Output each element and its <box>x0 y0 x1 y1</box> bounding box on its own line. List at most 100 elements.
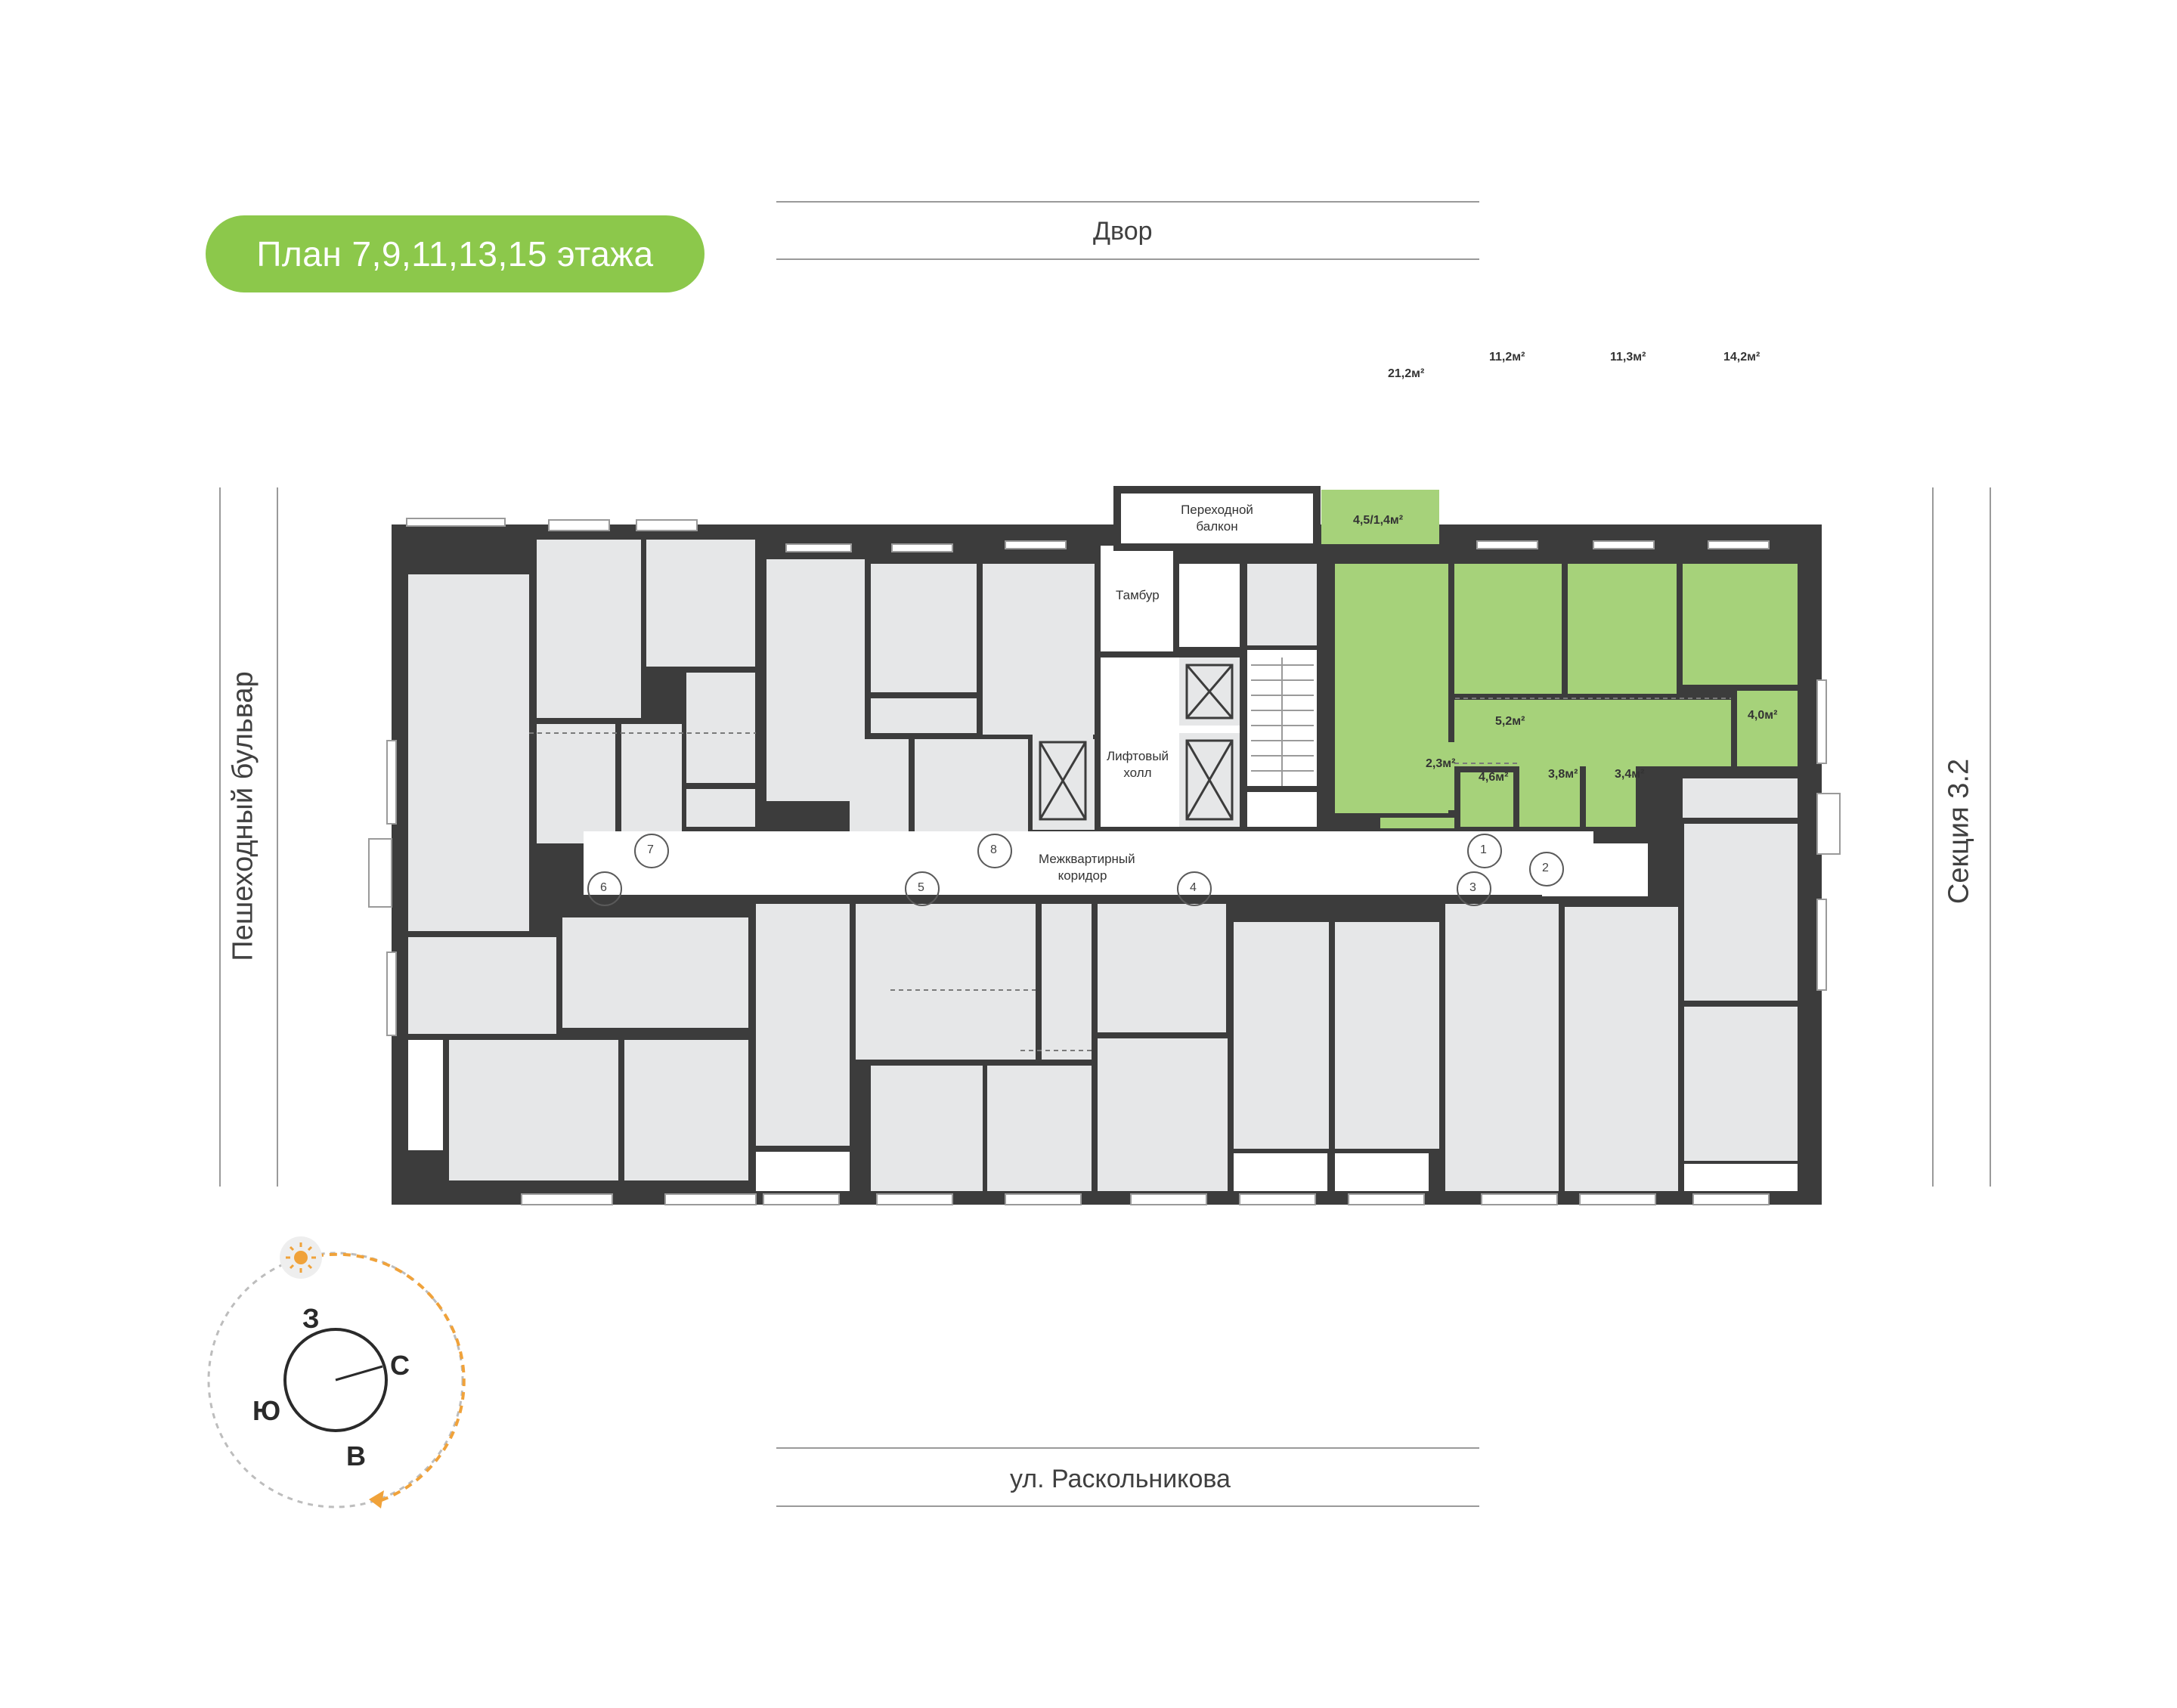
sun-icon <box>294 1251 308 1264</box>
door-number: 3 <box>1469 881 1476 894</box>
room-area: 14,2м² <box>1723 351 1760 364</box>
stair-landing <box>1247 792 1317 827</box>
room-area: 3,8м² <box>1548 768 1578 781</box>
room-area: 4,6м² <box>1479 771 1509 784</box>
left-street-line-inner <box>277 487 278 1187</box>
room <box>1684 1164 1798 1191</box>
bottom-street-line-upper <box>776 1447 1479 1449</box>
room <box>987 1066 1092 1191</box>
room <box>408 846 529 931</box>
left-street-line-outer <box>219 487 221 1187</box>
door-number: 5 <box>918 881 924 894</box>
top-street-line-lower <box>776 258 1479 260</box>
tambour <box>1101 546 1173 651</box>
door-circles <box>587 834 1564 906</box>
room-area: 3,4м² <box>1615 768 1645 781</box>
compass-ring <box>283 1328 388 1432</box>
transit-balcony-label: Переходной балкон <box>1181 503 1253 534</box>
corridor-label: Межквартирный коридор <box>1039 852 1135 883</box>
sun-path-arc <box>315 1252 466 1504</box>
room <box>983 564 1095 735</box>
bottom-street-label: ул. Раскольникова <box>1010 1465 1231 1493</box>
core-room <box>1247 564 1317 645</box>
door-number: 4 <box>1190 881 1197 894</box>
room <box>856 904 1036 1060</box>
apt-highlight-bath <box>1519 741 1580 827</box>
room <box>871 698 977 733</box>
room <box>1234 1153 1327 1191</box>
compass-north: С <box>390 1350 410 1381</box>
room <box>1335 1153 1429 1191</box>
room <box>915 739 1028 833</box>
room <box>871 1066 983 1191</box>
right-street-line-outer <box>1990 487 1991 1187</box>
room <box>686 673 755 783</box>
right-street-line-inner <box>1932 487 1934 1187</box>
bottom-street-line-lower <box>776 1505 1479 1507</box>
room <box>1684 824 1798 1001</box>
door-number: 7 <box>647 843 654 856</box>
apt-highlight-wc <box>1586 741 1636 827</box>
room <box>1098 1038 1228 1191</box>
apt-highlight-storage <box>1737 691 1798 766</box>
room <box>537 540 641 718</box>
compass-east: В <box>346 1440 366 1471</box>
apt-highlight-bedroom <box>1454 564 1562 694</box>
compass-west: З <box>302 1303 320 1334</box>
room <box>1683 778 1798 818</box>
apt-highlight-bedroom <box>1568 564 1677 694</box>
dashed-lines <box>529 698 1731 1051</box>
lift-marks <box>1039 664 1234 821</box>
balcony-area: 4,5/1,4м² <box>1353 514 1404 527</box>
lift-hall-label: Лифтовый холл <box>1106 749 1169 780</box>
room <box>408 937 556 1034</box>
room <box>1445 904 1559 1191</box>
sun-path-arrow <box>369 1490 384 1508</box>
room <box>766 559 865 801</box>
room <box>646 540 755 667</box>
tambour-label: Тамбур <box>1116 588 1160 602</box>
top-street-label: Двор <box>1093 217 1153 246</box>
room <box>1335 922 1439 1149</box>
apt-highlight-corridor <box>1380 818 1454 828</box>
room-area: 11,2м² <box>1489 351 1525 364</box>
corridor-end <box>1542 843 1648 896</box>
door-number: 1 <box>1480 843 1487 856</box>
door-number: 2 <box>1542 862 1549 874</box>
room <box>408 1040 443 1150</box>
transit-balcony <box>1113 486 1321 551</box>
apt-highlight-bath <box>1418 742 1454 810</box>
room <box>1234 922 1329 1149</box>
door-number: 6 <box>600 881 607 894</box>
door-number: 8 <box>990 843 997 856</box>
room <box>850 739 909 833</box>
corridor <box>584 831 1593 895</box>
room-area: 11,3м² <box>1610 351 1646 364</box>
top-street-line-upper <box>776 201 1479 203</box>
room <box>686 789 755 827</box>
plan-title: План 7,9,11,13,15 этажа <box>256 234 654 274</box>
compass-south: Ю <box>252 1395 281 1426</box>
room <box>537 724 615 843</box>
room <box>1042 904 1092 1060</box>
room <box>621 724 682 843</box>
plan-title-badge: План 7,9,11,13,15 этажа <box>206 215 705 292</box>
room-area: 5,2м² <box>1495 715 1525 728</box>
apt-highlight-hall-lower <box>1460 772 1513 827</box>
stair-lobby <box>1179 564 1240 647</box>
room <box>562 917 748 1028</box>
stair-steps <box>1251 658 1314 786</box>
windows <box>368 518 1841 1205</box>
room <box>756 904 850 1146</box>
room <box>1098 904 1226 1032</box>
apt-highlight-bedroom <box>1683 564 1798 685</box>
compass-needle <box>335 1365 383 1382</box>
balcony-highlight <box>1321 490 1439 544</box>
sun-rays <box>286 1242 316 1273</box>
room-area: 21,2м² <box>1388 367 1425 380</box>
room <box>449 1040 618 1180</box>
room-area: 2,3м² <box>1426 757 1456 770</box>
room <box>624 1040 748 1180</box>
